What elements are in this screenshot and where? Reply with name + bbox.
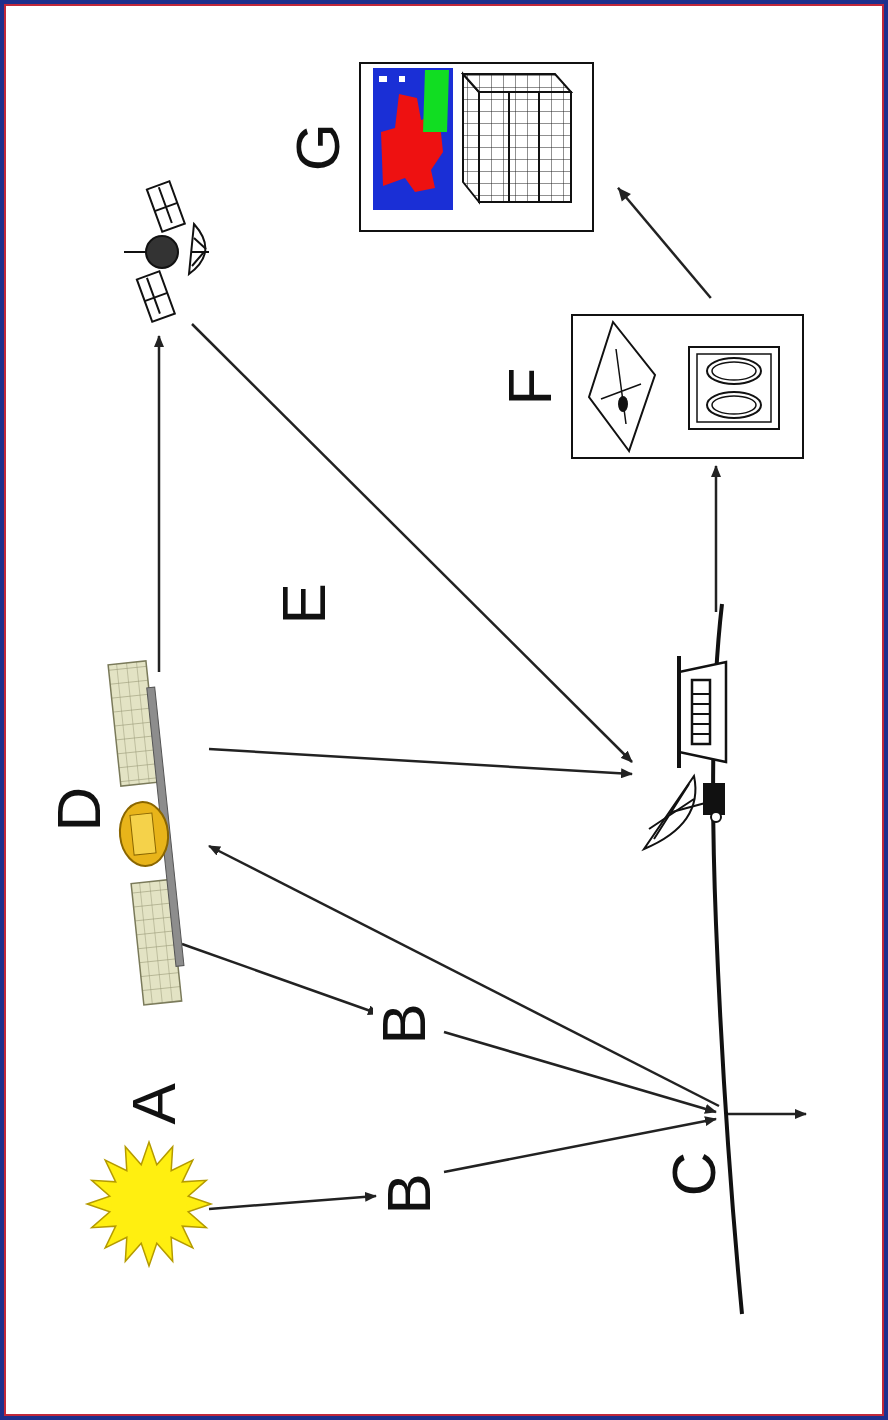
satellite (102, 660, 187, 1005)
callout-letter: E (273, 579, 335, 628)
sun (111, 1166, 187, 1242)
receiving-dish (644, 776, 724, 849)
processing-sketch (589, 322, 779, 451)
callout-letter: C (663, 1148, 725, 1201)
callout-letter: B (373, 999, 435, 1048)
connector-layer (4, 4, 888, 1420)
callout-letter: A (123, 1079, 185, 1128)
ground-station (679, 656, 726, 768)
flow-arrow (618, 188, 711, 298)
diagram-canvas: ABBCDEFG (4, 4, 888, 1420)
illustration (4, 4, 888, 1420)
stage-letter: F (499, 316, 561, 457)
sun-rays (87, 1142, 211, 1266)
stage-letter: G (287, 64, 349, 230)
stage-box: F (571, 314, 804, 459)
callout-letter: B (378, 1169, 440, 1218)
callout-letter: D (48, 783, 110, 836)
application-sketch (373, 68, 571, 210)
relay-satellite (124, 181, 209, 321)
stage-box: G (359, 62, 594, 232)
radiation-arrows (159, 324, 806, 1209)
